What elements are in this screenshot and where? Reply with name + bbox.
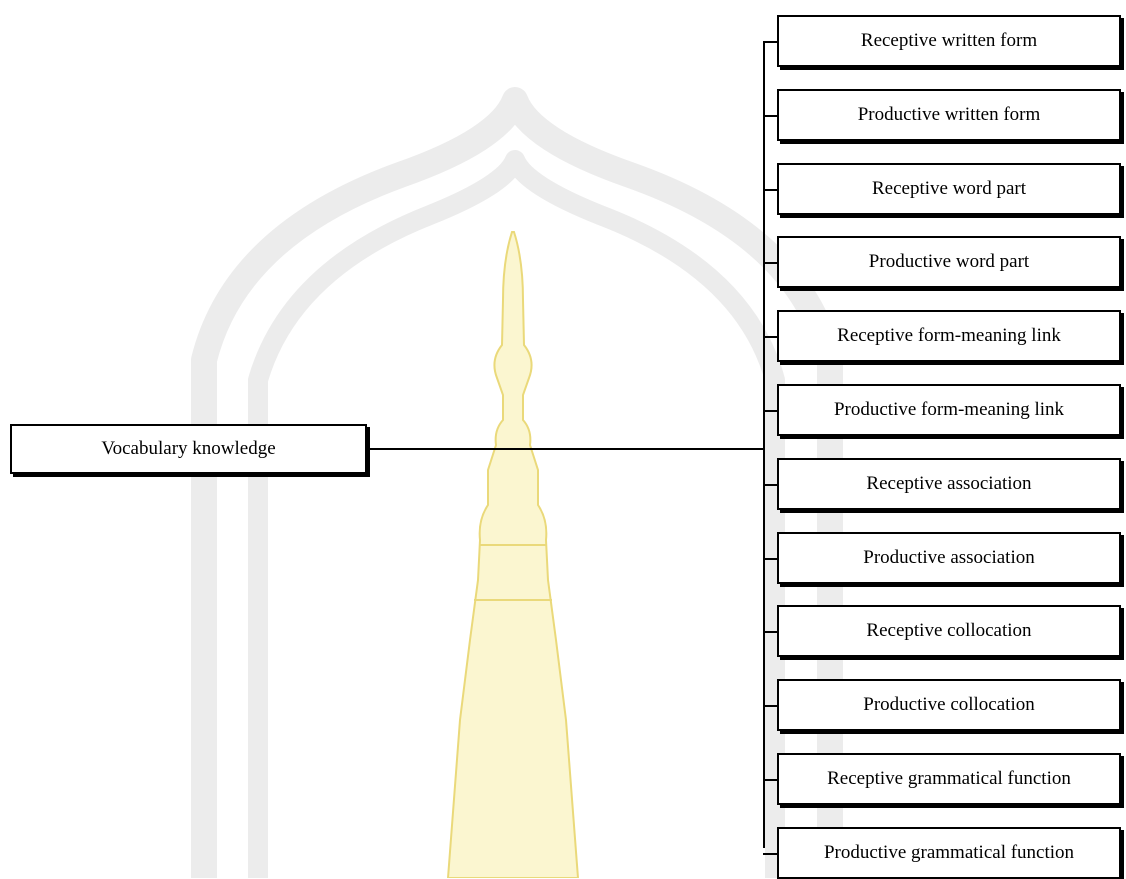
- child-node-label: Productive written form: [857, 103, 1041, 125]
- child-node-label: Receptive association: [866, 472, 1032, 494]
- root-node-vocabulary-knowledge: Vocabulary knowledge: [10, 424, 367, 474]
- branch-stub: [763, 336, 778, 339]
- branch-stub: [763, 262, 778, 265]
- child-node-label: Receptive form-meaning link: [837, 325, 1061, 347]
- watermark-outer-arch: [191, 87, 843, 878]
- child-node: Productive grammatical function: [777, 826, 1121, 879]
- child-node: Receptive form-meaning link: [777, 310, 1121, 363]
- child-node-label: Productive grammatical function: [823, 841, 1075, 863]
- watermark-spire-band: [474, 544, 552, 601]
- branch-stub: [763, 41, 778, 43]
- child-node-label: Receptive grammatical function: [827, 768, 1071, 789]
- branch-stub: [763, 483, 778, 486]
- child-node: Receptive grammatical function: [777, 753, 1121, 805]
- child-node-label: Receptive written form: [860, 30, 1038, 51]
- child-node: Productive word part: [777, 236, 1121, 289]
- branch-stub: [763, 779, 778, 781]
- child-node: Receptive association: [777, 457, 1121, 510]
- child-node-label: Productive word part: [868, 251, 1030, 273]
- watermark-spire: [446, 231, 580, 878]
- branch-stub: [763, 705, 778, 708]
- branch-stub: [763, 114, 778, 117]
- branch-stub: [763, 631, 778, 634]
- child-node: Productive association: [777, 531, 1121, 584]
- branch-stub: [763, 852, 778, 855]
- branch-stub: [763, 557, 778, 560]
- child-node: Productive collocation: [777, 679, 1121, 732]
- child-node: Productive form-meaning link: [777, 384, 1121, 436]
- child-node-label: Productive form-meaning link: [833, 399, 1065, 420]
- watermark-inner-arch: [248, 150, 785, 878]
- child-node-label: Receptive word part: [871, 177, 1027, 199]
- branch-stub: [763, 188, 778, 191]
- child-node-label: Productive association: [863, 546, 1035, 568]
- trunk-line: [763, 41, 765, 848]
- child-node: Productive written form: [777, 88, 1121, 141]
- child-node-label: Productive collocation: [863, 694, 1035, 716]
- child-node: Receptive written form: [777, 15, 1121, 67]
- child-node-label: Receptive collocation: [866, 620, 1032, 642]
- child-node: Receptive collocation: [777, 605, 1121, 658]
- branch-stub: [763, 410, 778, 412]
- child-node: Receptive word part: [777, 162, 1121, 215]
- root-node-label: Vocabulary knowledge: [101, 438, 276, 459]
- root-connector: [367, 448, 765, 450]
